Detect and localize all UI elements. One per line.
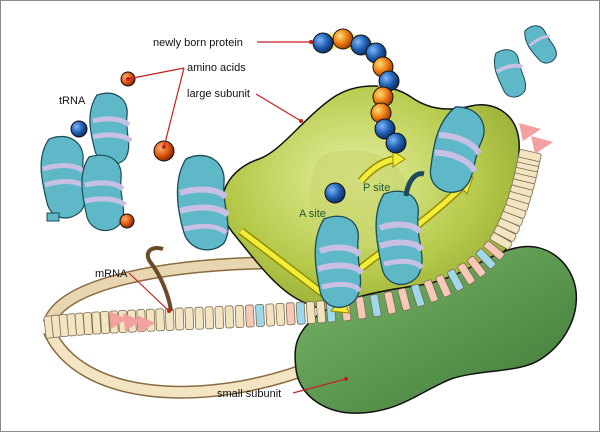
amino-acid-a-site [324,182,346,204]
direction-chevrons-left [109,311,155,333]
mrna-segment [194,306,205,330]
trna-far-2 [524,25,557,64]
protein-bead [385,132,407,154]
trna-a-site [314,215,365,309]
amino-acid-incoming [153,140,175,162]
mrna-segment [155,308,165,332]
mrna-segment [435,274,452,298]
direction-chevrons-right [519,123,553,154]
mrna-segment [397,287,411,312]
label-a-site: A site [299,208,326,220]
trna-free-2 [89,92,133,166]
mrna-segment [91,311,102,335]
protein-bead [332,28,354,50]
mrna-segment [265,303,276,327]
protein-bead [374,118,396,140]
mrna-segment [457,262,476,285]
mrna-segment [295,301,306,325]
label-mrna: mRNA [95,268,128,280]
mrna-segment [483,240,505,261]
mrna-segment [244,304,255,328]
mrna-segment [423,279,439,303]
mrna-segment [489,232,513,250]
trna-p-site [375,171,425,286]
trna-incoming [176,154,231,251]
leader-lines [126,40,348,394]
mrna-segment [234,305,245,328]
mrna-segment [275,302,286,326]
mrna-segment [174,307,185,331]
mrna-segment [475,248,496,270]
amino-acid-blue-1 [70,120,88,138]
small-subunit-shape [294,245,578,414]
mrna-segment [82,312,93,336]
trna-free-1 [40,135,89,222]
mrna-tail [145,246,173,312]
mrna-segment [184,307,195,331]
mrna-segment [100,310,110,335]
label-large-subunit: large subunit [187,88,250,100]
mrna-segment [383,291,397,315]
mrna-segment [315,300,327,324]
mrna-segment [518,149,542,162]
mrna-segment [467,255,487,278]
mrna-segment [224,305,235,329]
mrna-segment [305,300,316,325]
mrna-segment [446,268,464,292]
mrna-segment [369,293,382,318]
protein-bead [312,32,334,54]
protein-chain [312,28,407,154]
mrna-segment [255,304,265,327]
trna-far-1 [493,49,527,98]
label-amino-acids: amino acids [187,62,246,74]
trna-exiting [429,106,485,193]
trna-free-3 [81,154,127,232]
mrna-segment [214,305,225,329]
mrna-segment [355,296,367,320]
mrna-segment [204,306,215,330]
mrna-segment [410,283,425,308]
mrna-segment [285,302,296,326]
label-trna: tRNA [59,95,86,107]
label-small-subunit: small subunit [217,388,281,400]
label-p-site: P site [363,182,390,194]
label-newly-born-protein: newly born protein [153,37,243,49]
amino-acid-free-2 [119,213,135,229]
